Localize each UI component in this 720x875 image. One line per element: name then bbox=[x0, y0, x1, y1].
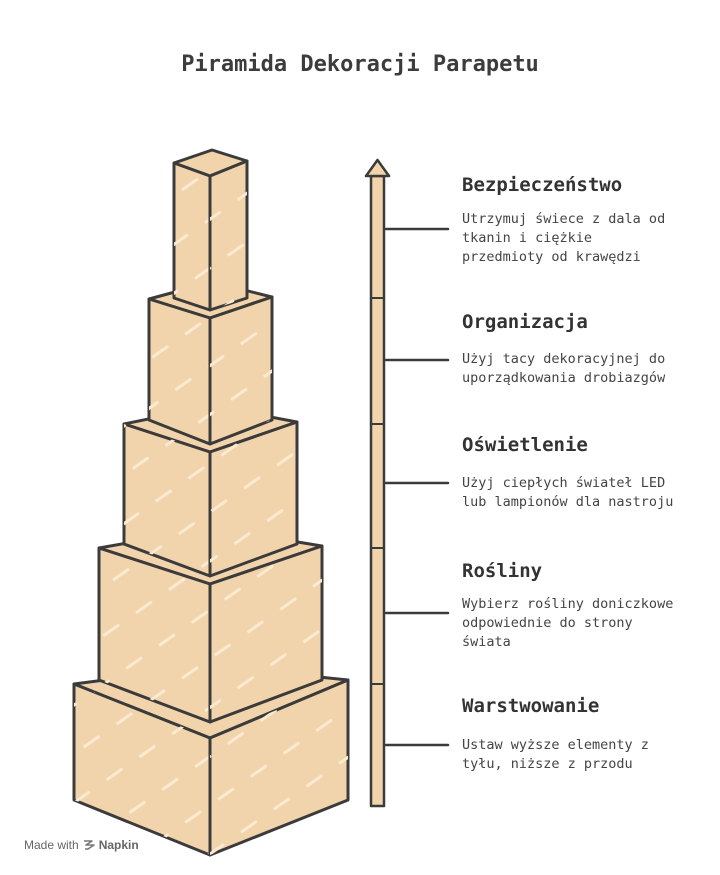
connector-lines bbox=[384, 227, 450, 747]
diagram-title: Piramida Dekoracji Parapetu bbox=[181, 52, 539, 77]
step-title-organizacja: Organizacja bbox=[462, 311, 588, 333]
step-desc-warstwowanie: Ustaw wyższe elementy z tyłu, niższe z p… bbox=[462, 737, 649, 772]
step-desc-oswietlenie: Użyj ciepłych świateł LED lub lampionów … bbox=[462, 475, 674, 510]
step-desc-bezpieczenstwo: Utrzymuj świece z dala od tkanin i ciężk… bbox=[462, 211, 666, 265]
vertical-arrow bbox=[364, 158, 391, 808]
step-title-warstwowanie: Warstwowanie bbox=[462, 695, 600, 717]
step-title-rosliny: Rośliny bbox=[462, 560, 543, 582]
step-title-bezpieczenstwo: Bezpieczeństwo bbox=[462, 174, 623, 196]
pyramid-tier-5 bbox=[72, 664, 350, 857]
made-with-napkin-badge[interactable]: Made with Napkin bbox=[24, 838, 139, 852]
step-title-oswietlenie: Oświetlenie bbox=[462, 434, 588, 456]
step-desc-organizacja: Użyj tacy dekoracyjnej do uporządkowania… bbox=[462, 351, 666, 386]
napkin-brand-label: Napkin bbox=[98, 838, 139, 852]
made-with-label: Made with bbox=[24, 838, 79, 852]
napkin-logo-icon bbox=[83, 840, 95, 850]
pyramid-tier-2 bbox=[147, 280, 274, 446]
pyramid-tier-1 bbox=[172, 148, 249, 312]
step-desc-rosliny: Wybierz rośliny doniczkowe odpowiednie d… bbox=[462, 596, 674, 650]
